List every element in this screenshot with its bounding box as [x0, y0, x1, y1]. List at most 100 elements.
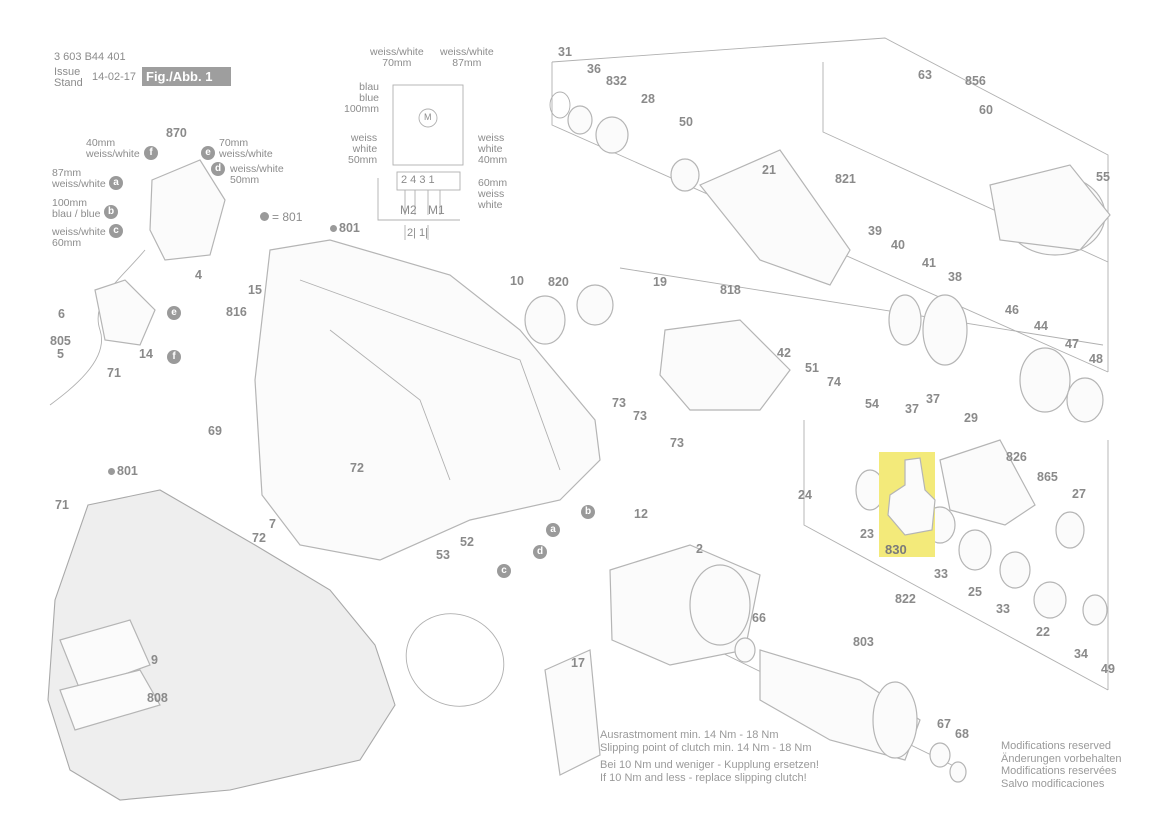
part-label-36: 36 — [587, 62, 601, 76]
part-label-39: 39 — [868, 224, 882, 238]
part-label-33-a: 33 — [934, 567, 948, 581]
part-label-7: 7 — [269, 517, 276, 531]
switch-wire-70: 70mm weiss/white — [219, 137, 273, 161]
part-label-72-a: 72 — [252, 531, 266, 545]
part-label-19: 19 — [653, 275, 667, 289]
part-label-37-b: 37 — [926, 392, 940, 406]
part-label-6: 6 — [58, 307, 65, 321]
part-label-47: 47 — [1065, 337, 1079, 351]
issue-date: 14-02-17 — [92, 71, 137, 83]
switch-wire-50: weiss/white 50mm — [230, 163, 284, 187]
wiring-label-white-60: 60mm weiss white — [478, 177, 508, 212]
part-label-55: 55 — [1096, 170, 1110, 184]
motor-m2-label: M2 — [400, 203, 417, 217]
part-label-49: 49 — [1101, 662, 1115, 676]
part-label-17: 17 — [571, 656, 585, 670]
part-label-73-b: 73 — [633, 409, 647, 423]
part-label-54: 54 — [865, 397, 879, 411]
part-label-9: 9 — [151, 653, 158, 667]
part-label-73-c: 73 — [670, 436, 684, 450]
part-label-51: 51 — [805, 361, 819, 375]
part-label-72-b: 72 — [350, 461, 364, 475]
part-label-48: 48 — [1089, 352, 1103, 366]
part-label-12: 12 — [634, 507, 648, 521]
callout-a: a — [109, 176, 123, 190]
part-label-808: 808 — [147, 691, 168, 705]
part-label-42: 42 — [777, 346, 791, 360]
part-label-820: 820 — [548, 275, 569, 289]
part-label-38: 38 — [948, 270, 962, 284]
terminal-numbers: 2 4 3 1 — [401, 174, 435, 186]
legend-801: = 801 — [260, 211, 302, 223]
part-label-24: 24 — [798, 488, 812, 502]
part-label-826: 826 — [1006, 450, 1027, 464]
clutch-replace-note: Bei 10 Nm und weniger - Kupplung ersetze… — [600, 759, 819, 784]
dot-801 — [330, 225, 337, 232]
wiring-label-white-40: weiss white 40mm — [478, 132, 508, 167]
part-label-31: 31 — [558, 45, 572, 59]
part-label-803: 803 — [853, 635, 874, 649]
dot-801-lower — [108, 468, 115, 475]
part-label-856: 856 — [965, 74, 986, 88]
part-label-22: 22 — [1036, 625, 1050, 639]
wiring-label-white-87: weiss/white 87mm — [440, 46, 494, 70]
part-label-816: 816 — [226, 305, 247, 319]
callout-d-lower: d — [533, 545, 547, 559]
part-label-830-highlighted: 830 — [885, 542, 907, 557]
part-label-23: 23 — [860, 527, 874, 541]
part-label-44: 44 — [1034, 319, 1048, 333]
callout-f-lower: f — [167, 350, 181, 364]
part-label-71-lower: 71 — [55, 498, 69, 512]
part-label-2: 2 — [696, 542, 703, 556]
callout-c-lower: c — [497, 564, 511, 578]
part-label-27: 27 — [1072, 487, 1086, 501]
part-label-15: 15 — [248, 283, 262, 297]
motor-symbol: M — [424, 112, 432, 122]
part-label-63: 63 — [918, 68, 932, 82]
callout-d: d — [211, 162, 225, 176]
part-label-870: 870 — [166, 126, 187, 140]
part-label-801-lower: 801 — [108, 465, 138, 478]
switch-wire-100: 100mm blau / blue — [52, 197, 101, 221]
part-label-4: 4 — [195, 268, 202, 282]
part-label-60: 60 — [979, 103, 993, 117]
wiring-label-white-70: weiss/white 70mm — [370, 46, 424, 70]
mains-terminals: 2| 1| — [407, 227, 429, 239]
switch-wire-60: weiss/white 60mm — [52, 226, 106, 250]
part-label-801-top: 801 — [330, 222, 360, 235]
legend-801-text: = 801 — [272, 210, 303, 224]
stand-label: Stand — [54, 77, 83, 89]
part-label-67: 67 — [937, 717, 951, 731]
issue-label: Issue — [54, 66, 81, 78]
callout-e: e — [201, 146, 215, 160]
part-label-69: 69 — [208, 424, 222, 438]
part-label-66: 66 — [752, 611, 766, 625]
part-label-801-top-text: 801 — [339, 221, 360, 235]
wiring-label-blue-100: blau blue 100mm — [344, 81, 380, 116]
part-label-46: 46 — [1005, 303, 1019, 317]
callout-b: b — [104, 205, 118, 219]
motor-m1-label: M1 — [428, 203, 445, 217]
part-label-34: 34 — [1074, 647, 1088, 661]
callout-b-lower: b — [581, 505, 595, 519]
part-label-52: 52 — [460, 535, 474, 549]
switch-wire-40: 40mm weiss/white — [86, 137, 140, 161]
part-label-40: 40 — [891, 238, 905, 252]
part-label-5: 5 — [57, 347, 64, 361]
part-label-50: 50 — [679, 115, 693, 129]
part-label-821: 821 — [835, 172, 856, 186]
switch-wire-87: 87mm weiss/white — [52, 167, 106, 191]
part-label-818: 818 — [720, 283, 741, 297]
doc-number: 3 603 B44 401 — [54, 51, 126, 63]
part-label-10: 10 — [510, 274, 524, 288]
part-label-73-a: 73 — [612, 396, 626, 410]
part-label-832: 832 — [606, 74, 627, 88]
callout-e-lower: e — [167, 306, 181, 320]
part-label-14: 14 — [139, 347, 153, 361]
part-label-805: 805 — [50, 334, 71, 348]
modifications-note: Modifications reserved Änderungen vorbeh… — [1001, 740, 1122, 790]
part-label-37-a: 37 — [905, 402, 919, 416]
wiring-label-white-50: weiss white 50mm — [348, 132, 378, 167]
part-label-25: 25 — [968, 585, 982, 599]
